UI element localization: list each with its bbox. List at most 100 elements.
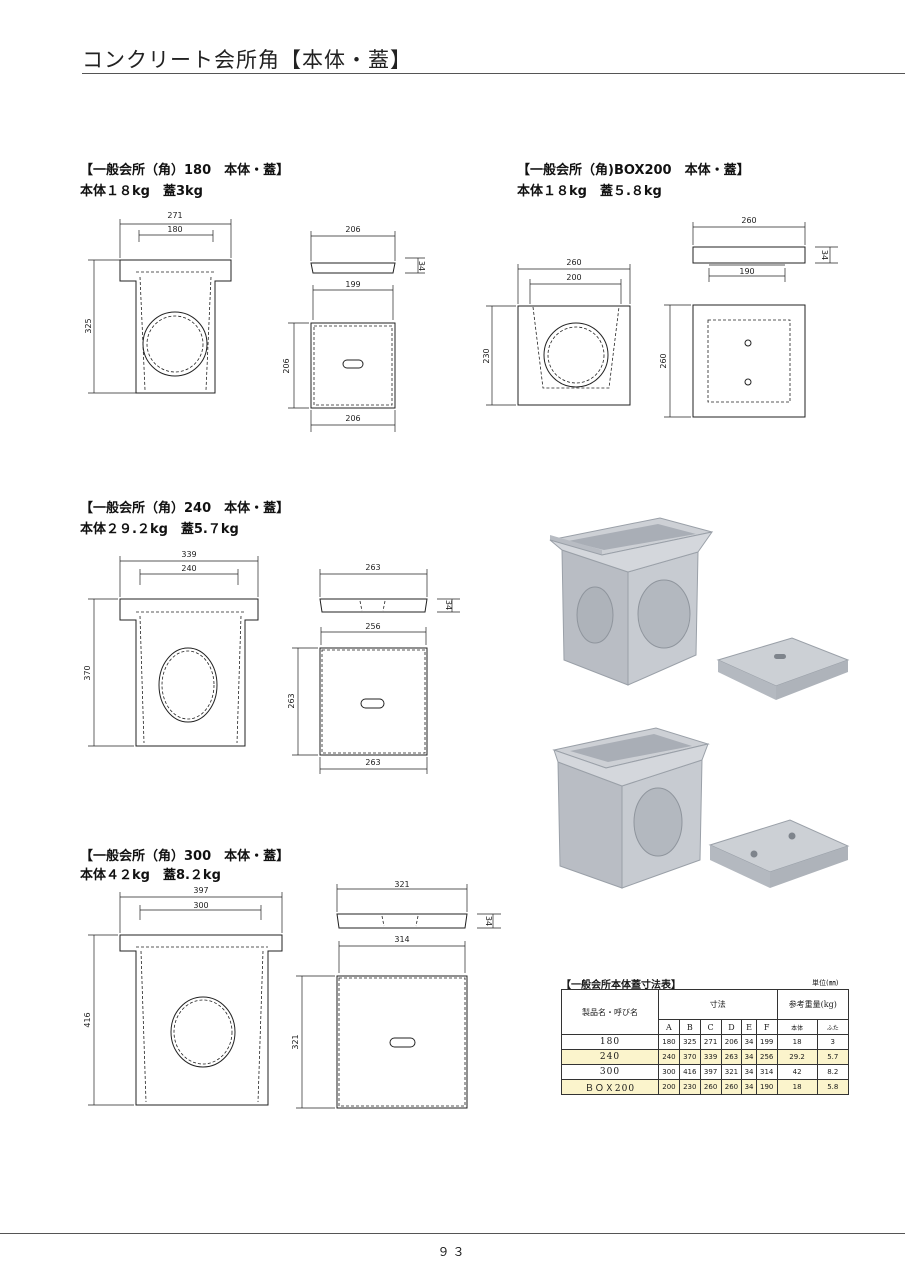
col-a: A xyxy=(658,1019,680,1035)
body-side-view: 339 240 370 xyxy=(83,550,259,747)
cell: 256 xyxy=(755,1049,778,1065)
lid-views: 321 314 34 321 xyxy=(291,880,501,1109)
dim-w-inner: 300 xyxy=(193,901,208,910)
cell: 18 xyxy=(776,1079,818,1095)
section-box200-heading: 【一般会所（角)BOX200 本体・蓋】 xyxy=(517,163,750,178)
dim-lid-width: 260 xyxy=(741,216,756,225)
dim-lid-width: 263 xyxy=(365,563,380,572)
dim-w-outer: 397 xyxy=(193,886,208,895)
cell: 260 xyxy=(699,1079,722,1095)
cell: 200 xyxy=(658,1079,680,1095)
dim-lid-inner: 314 xyxy=(394,935,409,944)
dim-height: 230 xyxy=(482,348,491,363)
section-240-weights: 本体２９.２kg 蓋5.７kg xyxy=(80,522,239,537)
dim-lid-inner: 190 xyxy=(739,267,754,276)
cell: 42 xyxy=(776,1064,818,1080)
dim-lid-inner: 256 xyxy=(365,622,380,631)
cell: 263 xyxy=(720,1049,743,1065)
table-row: 300 300 416 397 321 34 314 42 8.2 xyxy=(561,1064,850,1080)
dim-lid-side: 321 xyxy=(291,1034,300,1049)
dim-w-outer: 260 xyxy=(566,258,581,267)
drawing-240: 339 240 370 263 256 34 263 263 xyxy=(83,550,460,774)
dim-w-outer: 271 xyxy=(167,211,182,220)
product-photo-box-with-holes-lid xyxy=(552,727,850,889)
cell: 18 xyxy=(776,1034,818,1050)
title-rule xyxy=(82,73,905,74)
table-row: 240 240 370 339 263 34 256 29.2 5.7 xyxy=(561,1049,850,1065)
dim-lid-thickness: 34 xyxy=(484,916,493,926)
weight-header: 参考重量(kg) xyxy=(776,989,850,1020)
cell: 34 xyxy=(741,1034,757,1050)
footer-rule xyxy=(0,1233,905,1234)
cell: 34 xyxy=(741,1079,757,1095)
section-240-heading: 【一般会所（角）240 本体・蓋】 xyxy=(80,501,290,516)
dim-lid-side: 206 xyxy=(282,358,291,373)
drawing-300: 397 300 416 321 314 34 321 xyxy=(83,880,501,1109)
row-name: 180 xyxy=(561,1034,659,1050)
cell: 397 xyxy=(699,1064,722,1080)
cell: 230 xyxy=(678,1079,701,1095)
dim-w-inner: 240 xyxy=(181,564,196,573)
section-180-heading: 【一般会所（角）180 本体・蓋】 xyxy=(80,163,290,178)
dim-height: 416 xyxy=(83,1012,92,1027)
cell: 180 xyxy=(658,1034,680,1050)
cell: 34 xyxy=(741,1064,757,1080)
dims-header: 寸法 xyxy=(658,989,778,1020)
cell: 370 xyxy=(678,1049,701,1065)
spec-table-unit: 単位(㎜) xyxy=(812,979,839,987)
cell: 29.2 xyxy=(776,1049,818,1065)
body-side-view: 397 300 416 xyxy=(83,886,283,1106)
dim-lid-bottom: 206 xyxy=(345,414,360,423)
col-d: D xyxy=(720,1019,743,1035)
dim-lid-width: 206 xyxy=(345,225,360,234)
cell: 416 xyxy=(678,1064,701,1080)
cell: 206 xyxy=(720,1034,743,1050)
spec-table-heading: 【一般会所本体蓋寸法表】 xyxy=(561,980,681,991)
page-title: コンクリート会所角【本体・蓋】 xyxy=(82,48,412,72)
body-dimensions: 271 180 325 xyxy=(84,211,232,394)
col-f: F xyxy=(755,1019,778,1035)
cell: 314 xyxy=(755,1064,778,1080)
section-300-weights: 本体４２kg 蓋8.２kg xyxy=(80,868,221,883)
page-number: ９３ xyxy=(437,1245,468,1259)
col-lid-weight: ふた xyxy=(816,1019,850,1035)
row-name: 240 xyxy=(561,1049,659,1065)
row-name: 300 xyxy=(561,1064,659,1080)
cell: 240 xyxy=(658,1049,680,1065)
cell: 325 xyxy=(678,1034,701,1050)
dim-lid-side: 260 xyxy=(659,353,668,368)
cell: 5.8 xyxy=(816,1079,850,1095)
name-header: 製品名・呼び名 xyxy=(561,989,659,1035)
spec-table: 製品名・呼び名 寸法 参考重量(kg) A B C D E F 本体 ふた 18… xyxy=(561,989,850,1095)
dim-w-inner: 180 xyxy=(167,225,182,234)
cell: 34 xyxy=(741,1049,757,1065)
col-c: C xyxy=(699,1019,722,1035)
lid-views: 260 190 34 260 xyxy=(659,216,838,418)
dim-lid-thickness: 34 xyxy=(444,600,453,610)
cell: 321 xyxy=(720,1064,743,1080)
cell: 3 xyxy=(816,1034,850,1050)
dim-w-inner: 200 xyxy=(566,273,581,282)
lid-views: 263 256 34 263 263 xyxy=(287,563,460,774)
drawing-180: 271 180 325 206 199 34 206 206 xyxy=(84,211,426,432)
cell: 271 xyxy=(699,1034,722,1050)
cell: 300 xyxy=(658,1064,680,1080)
section-180-weights: 本体１８kg 蓋3kg xyxy=(80,184,203,199)
dim-w-outer: 339 xyxy=(181,550,196,559)
dim-height: 325 xyxy=(84,318,93,333)
cell: 8.2 xyxy=(816,1064,850,1080)
cell: 190 xyxy=(755,1079,778,1095)
col-b: B xyxy=(678,1019,701,1035)
table-row: 180 180 325 271 206 34 199 18 3 xyxy=(561,1034,850,1050)
body-side-view: 260 200 230 xyxy=(482,258,631,406)
cell: 339 xyxy=(699,1049,722,1065)
cell: 260 xyxy=(720,1079,743,1095)
section-300-heading: 【一般会所（角）300 本体・蓋】 xyxy=(80,849,290,864)
col-body-weight: 本体 xyxy=(776,1019,818,1035)
row-name: ＢＯＸ200 xyxy=(561,1079,659,1095)
cell: 199 xyxy=(755,1034,778,1050)
dim-lid-bottom: 263 xyxy=(365,758,380,767)
dim-lid-thickness: 34 xyxy=(820,250,829,260)
col-e: E xyxy=(741,1019,757,1035)
dim-lid-thickness: 34 xyxy=(417,261,426,271)
